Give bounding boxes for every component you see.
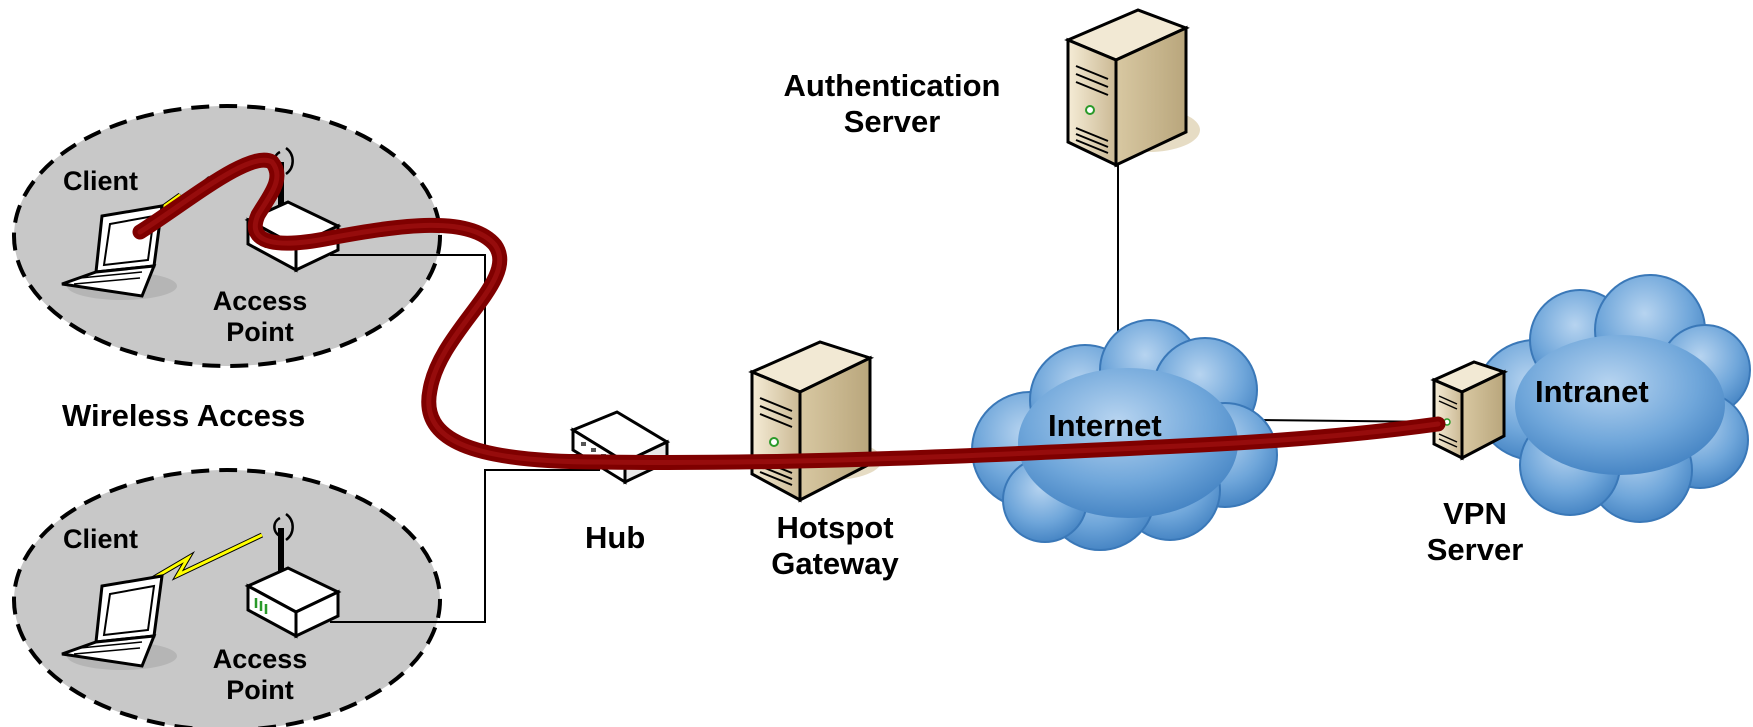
client-label-top: Client: [63, 166, 139, 196]
hub-label: Hub: [585, 520, 646, 555]
client-label-bottom: Client: [63, 524, 139, 554]
authentication-server-icon: [1064, 8, 1200, 168]
laptop-icon: [61, 574, 177, 670]
wireless-access-label: Wireless Access: [62, 398, 306, 433]
authentication-server-label: Authentication Server: [783, 68, 1001, 139]
vpn-server-label: VPN Server: [1426, 496, 1524, 567]
access-point-label-bottom: Access Point: [212, 644, 308, 706]
access-point-icon: [244, 512, 342, 639]
wireless-zone-top: [12, 104, 442, 368]
access-point-label-top: Access Point: [212, 286, 308, 348]
hub-icon: [569, 410, 671, 485]
hotspot-gateway-label: Hotspot Gateway: [771, 510, 899, 581]
hotspot-gateway-icon: [748, 340, 882, 503]
internet-label: Internet: [1048, 408, 1162, 443]
vpn-server-icon: [1430, 360, 1509, 461]
intranet-label: Intranet: [1535, 374, 1649, 409]
